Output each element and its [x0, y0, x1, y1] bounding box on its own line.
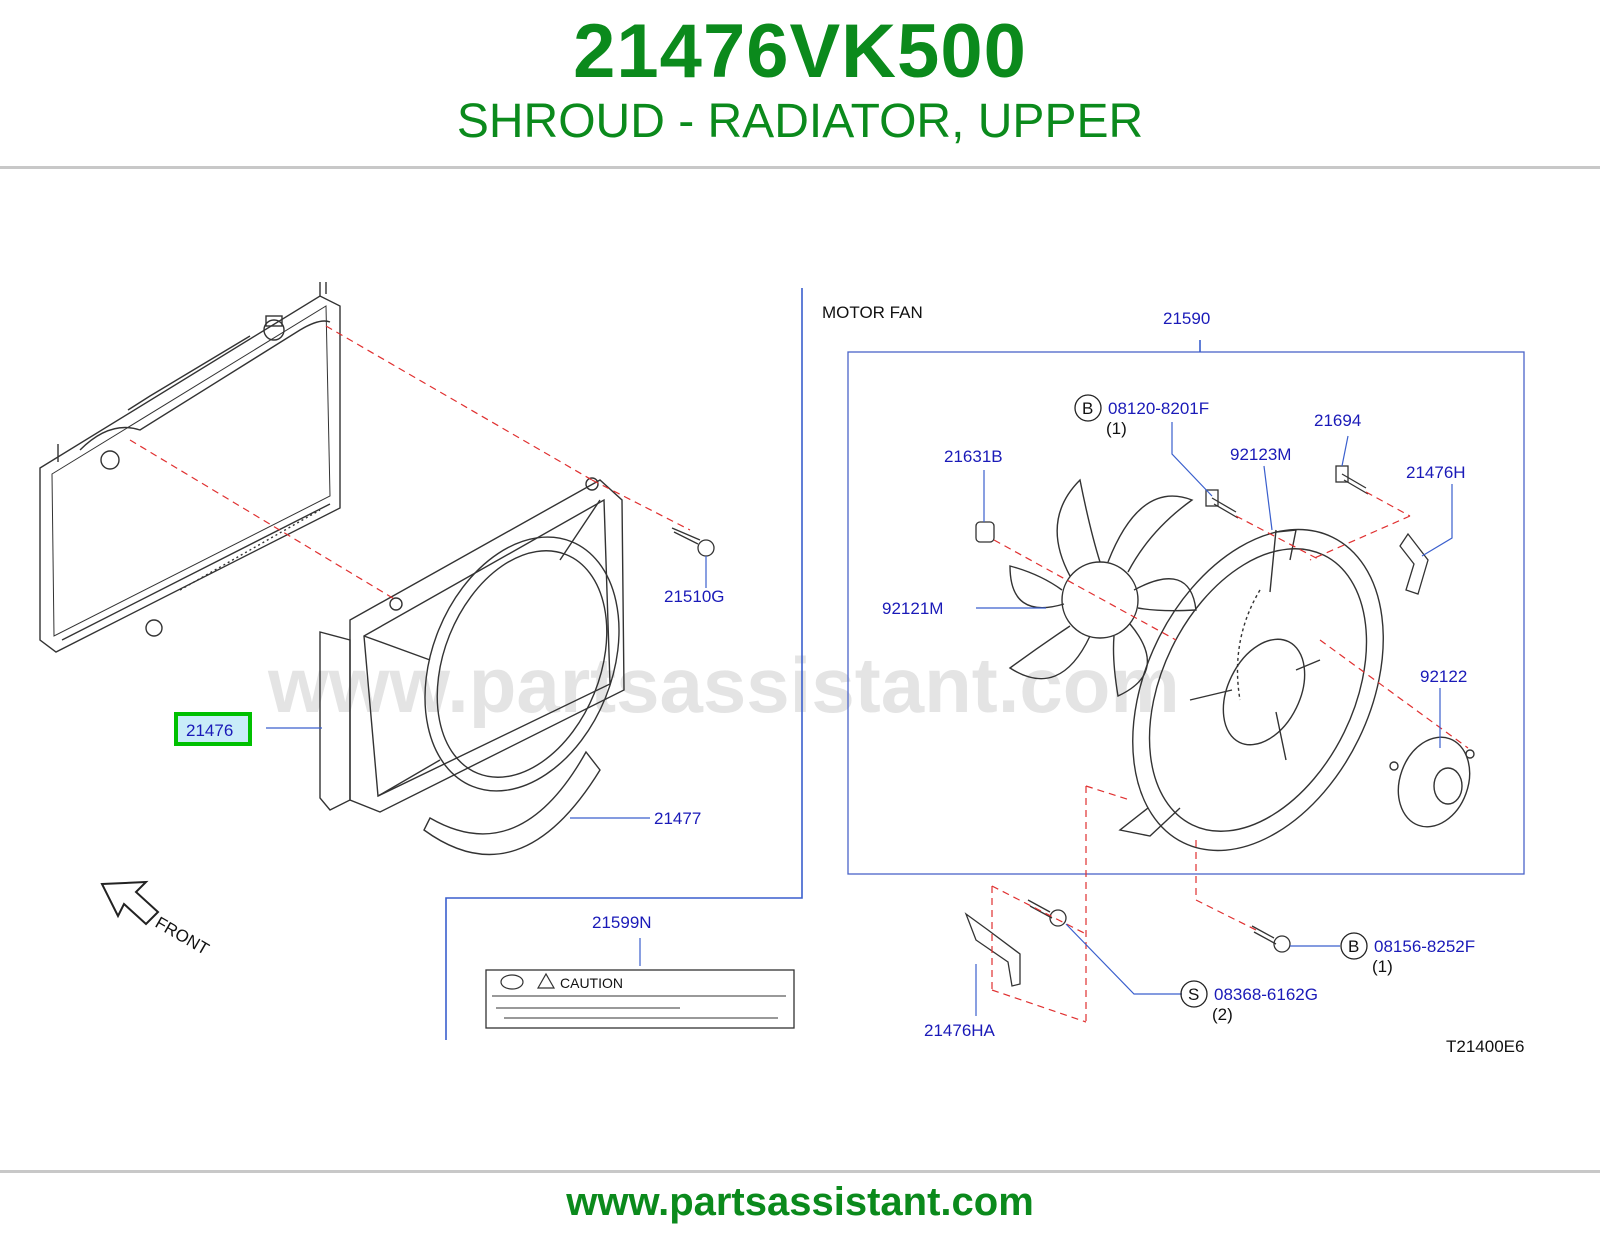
page-header: 21476VK500 SHROUD - RADIATOR, UPPER — [0, 0, 1600, 168]
callout-21590[interactable]: 21590 — [1163, 309, 1210, 328]
callout-21476[interactable]: 21476 — [186, 721, 233, 740]
bolt-b1-qty: (1) — [1106, 419, 1127, 438]
highlight-box — [174, 712, 252, 746]
fan-motor-drawing — [1389, 736, 1475, 828]
callout-21477[interactable]: 21477 — [654, 809, 701, 828]
diagram-code: T21400E6 — [1446, 1037, 1524, 1056]
shroud-upper-drawing — [319, 477, 625, 813]
callout-92121m[interactable]: 92121M — [882, 599, 943, 618]
section-dividers — [445, 288, 1525, 1040]
callout-92122[interactable]: 92122 — [1420, 667, 1467, 686]
watermark-text: www.partsassistant.com — [267, 641, 1180, 729]
screw-s1-qty: (2) — [1212, 1005, 1233, 1024]
bolt-b1-circle — [1074, 394, 1102, 422]
callout-21476ha[interactable]: 21476HA — [924, 1021, 996, 1040]
callout-08156-8252f[interactable]: 08156-8252F — [1374, 937, 1475, 956]
callout-92123m[interactable]: 92123M — [1230, 445, 1291, 464]
callout-21694[interactable]: 21694 — [1314, 411, 1361, 430]
callout-08368-6162g[interactable]: 08368-6162G — [1214, 985, 1318, 1004]
shroud-lower-drawing — [423, 750, 601, 856]
fan-shroud-drawing — [1118, 528, 1384, 852]
small-parts-drawing — [964, 465, 1429, 987]
callout-21476h[interactable]: 21476H — [1406, 463, 1466, 482]
alignment-lines-right — [991, 491, 1469, 1023]
callout-08120-8201f[interactable]: 08120-8201F — [1108, 399, 1209, 418]
callout-21631b[interactable]: 21631B — [944, 447, 1003, 466]
screw-s1-letter: S — [1188, 985, 1199, 1004]
screw-s1-circle — [1180, 980, 1208, 1008]
bolt-b2-letter: B — [1348, 937, 1359, 956]
footer-url[interactable]: www.partsassistant.com — [566, 1180, 1034, 1224]
callout-21599n[interactable]: 21599N — [592, 913, 652, 932]
section-title: MOTOR FAN — [822, 303, 923, 322]
bolt-b2-qty: (1) — [1372, 957, 1393, 976]
radiator-drawing — [39, 282, 341, 653]
caution-label-drawing: CAUTION — [485, 969, 795, 1029]
caution-text: CAUTION — [560, 975, 623, 991]
front-label: FRONT — [152, 913, 212, 959]
part-name-subtitle: SHROUD - RADIATOR, UPPER — [456, 95, 1144, 148]
callout-21510g[interactable]: 21510G — [664, 587, 725, 606]
part-number-title: 21476VK500 — [573, 9, 1027, 94]
bolt-b2-circle — [1340, 932, 1368, 960]
alignment-lines-left — [129, 325, 691, 601]
screw-21510g-drawing — [671, 527, 715, 557]
footer-divider — [0, 1170, 1600, 1173]
callout-leaders — [266, 422, 1453, 1016]
bolt-b1-letter: B — [1082, 399, 1093, 418]
front-arrow-icon — [100, 880, 160, 926]
header-divider — [0, 166, 1600, 169]
